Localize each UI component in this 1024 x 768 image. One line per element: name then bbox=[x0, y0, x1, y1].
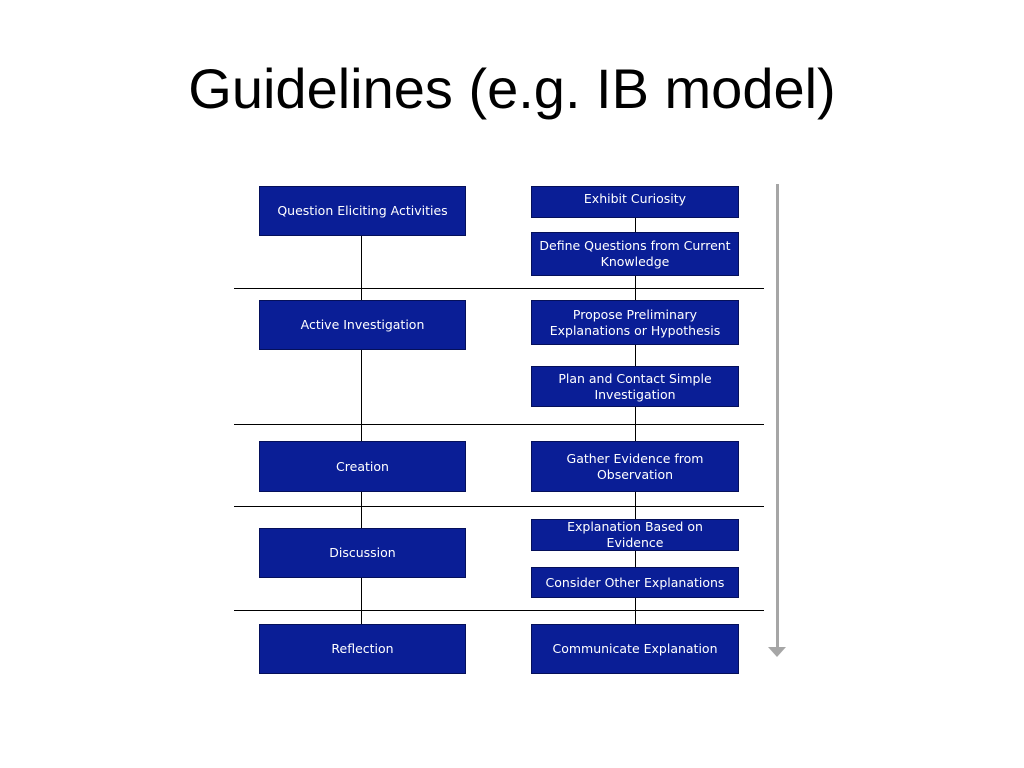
stage-divider bbox=[234, 424, 764, 425]
step-box-gather-evidence: Gather Evidence from Observation bbox=[531, 441, 739, 492]
step-box-exhibit-curiosity: Exhibit Curiosity bbox=[531, 186, 739, 218]
step-connector bbox=[635, 550, 636, 567]
stage-connector bbox=[361, 235, 362, 300]
stage-connector bbox=[361, 491, 362, 528]
progress-arrow-head bbox=[768, 647, 786, 657]
step-connector bbox=[635, 344, 636, 366]
progress-arrow-line bbox=[776, 184, 779, 648]
stage-box-reflection: Reflection bbox=[259, 624, 466, 674]
stage-divider bbox=[234, 610, 764, 611]
stage-connector bbox=[361, 349, 362, 441]
stage-box-discussion: Discussion bbox=[259, 528, 466, 578]
stage-divider bbox=[234, 288, 764, 289]
step-box-other-explanations: Consider Other Explanations bbox=[531, 567, 739, 598]
step-connector bbox=[635, 217, 636, 232]
stage-connector bbox=[361, 577, 362, 625]
stage-box-question-eliciting: Question Eliciting Activities bbox=[259, 186, 466, 236]
step-box-propose-explanations: Propose Preliminary Explanations or Hypo… bbox=[531, 300, 739, 345]
step-connector bbox=[635, 597, 636, 625]
stage-box-active-investigation: Active Investigation bbox=[259, 300, 466, 350]
step-connector bbox=[635, 406, 636, 441]
slide-title: Guidelines (e.g. IB model) bbox=[188, 57, 836, 120]
step-connector bbox=[635, 491, 636, 519]
step-box-plan-investigation: Plan and Contact Simple Investigation bbox=[531, 366, 739, 407]
step-connector bbox=[635, 275, 636, 300]
step-box-communicate: Communicate Explanation bbox=[531, 624, 739, 674]
step-box-explanation-evidence: Explanation Based on Evidence bbox=[531, 519, 739, 551]
stage-divider bbox=[234, 506, 764, 507]
step-box-define-questions: Define Questions from Current Knowledge bbox=[531, 232, 739, 276]
stage-box-creation: Creation bbox=[259, 441, 466, 492]
